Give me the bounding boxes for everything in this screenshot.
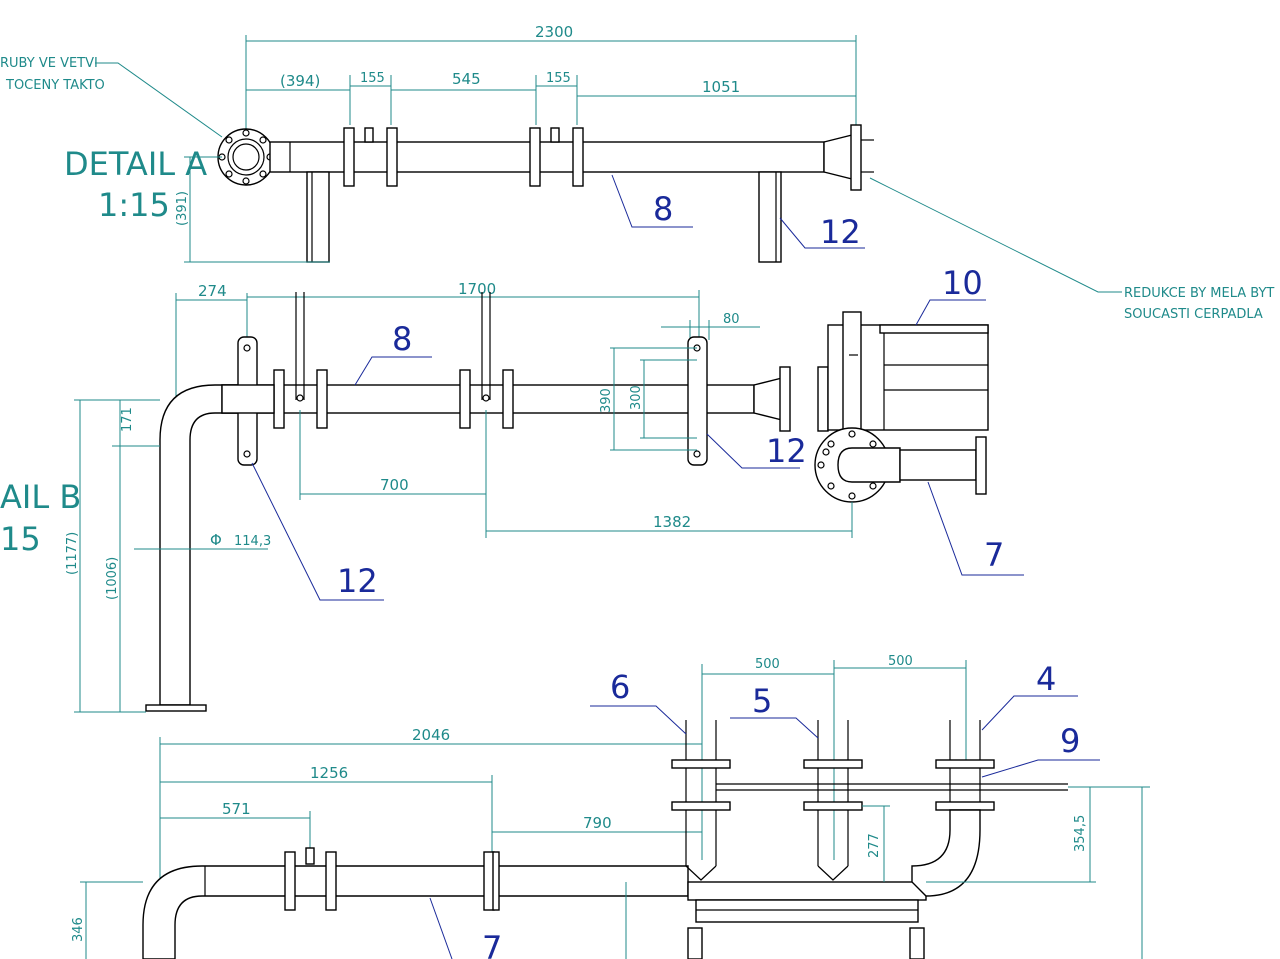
dim-700: 700 [380, 476, 409, 494]
dim-277: 277 [867, 833, 882, 858]
detail-a-title: DETAIL A [64, 145, 207, 183]
dim-354: 354,5 [1073, 815, 1088, 852]
dim-171: 171 [120, 407, 135, 432]
detail-a-view: 2300 (394) 155 545 155 1051 [0, 23, 1274, 322]
dim-500-a: 500 [755, 657, 780, 672]
dim-diameter: 114,3 [234, 534, 271, 549]
note-left-2: TOCENY TAKTO [5, 78, 105, 93]
pos-9: 9 [1060, 722, 1080, 760]
dim-571: 571 [222, 800, 251, 818]
pos-7-b: 7 [984, 536, 1004, 574]
detail-b-view: 274 1700 80 [0, 264, 1024, 713]
detail-b-title: AIL B [0, 478, 81, 516]
pos-10: 10 [942, 264, 983, 302]
pos-7-bottom: 7 [482, 929, 502, 959]
dim-545: 545 [452, 70, 481, 88]
dim-274: 274 [198, 282, 227, 300]
dim-391: (391) [175, 191, 190, 226]
pos-6: 6 [610, 668, 630, 706]
bottom-view: 500 500 2046 1256 571 790 [71, 654, 1150, 959]
dim-1256: 1256 [310, 764, 348, 782]
note-right-1: REDUKCE BY MELA BYT [1124, 286, 1274, 301]
dim-500-b: 500 [888, 654, 913, 669]
dim-390: 390 [599, 388, 614, 413]
pos-12-b-right: 12 [766, 432, 807, 470]
pos-12-b-left: 12 [337, 562, 378, 600]
dim-diameter-symbol: Φ [210, 531, 222, 549]
dim-394: (394) [280, 72, 320, 90]
dim-1051: 1051 [702, 78, 740, 96]
dim-346: 346 [71, 917, 86, 942]
dim-300: 300 [629, 385, 644, 410]
dim-1177: (1177) [65, 532, 80, 575]
pos-4: 4 [1036, 660, 1056, 698]
pos-8-b: 8 [392, 320, 412, 358]
dim-2300: 2300 [535, 23, 573, 41]
pos-5: 5 [752, 682, 772, 720]
dim-1006: (1006) [105, 557, 120, 600]
dim-155-b: 155 [546, 71, 571, 86]
dim-1700: 1700 [458, 280, 496, 298]
dim-80: 80 [723, 312, 740, 327]
dim-790: 790 [583, 814, 612, 832]
pos-8-a: 8 [653, 190, 673, 228]
detail-a-scale: 1:15 [98, 186, 170, 224]
dim-155-a: 155 [360, 71, 385, 86]
dim-1382: 1382 [653, 513, 691, 531]
dim-2046: 2046 [412, 726, 450, 744]
note-right-2: SOUCASTI CERPADLA [1124, 307, 1263, 322]
detail-b-scale: 15 [0, 520, 41, 558]
note-left-1: RUBY VE VETVI [0, 56, 98, 71]
pos-12-a: 12 [820, 213, 861, 251]
